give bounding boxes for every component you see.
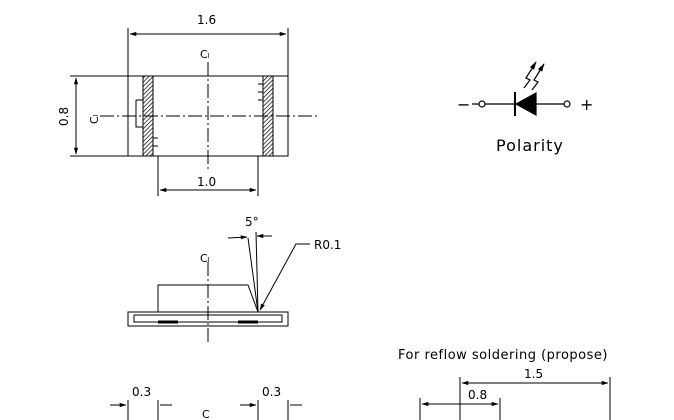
polarity-minus: − <box>457 95 471 114</box>
pad-right-label: 0.3 <box>262 385 281 399</box>
cathode-terminal <box>563 100 571 108</box>
polarity-title: Polarity <box>496 136 564 155</box>
centerline-symbol-left: Cₗ <box>88 114 101 124</box>
reflow-pad-label: 0.8 <box>468 388 487 402</box>
width-dim-label: 0.8 <box>57 107 71 126</box>
polarity-symbol <box>472 61 571 116</box>
reflow-pad-dimensions <box>420 377 610 420</box>
angle-arrow-left <box>228 235 248 240</box>
bottom-view <box>110 400 302 420</box>
angle-label: 5° <box>245 215 259 229</box>
anode-terminal <box>478 100 486 108</box>
emission-arrow-1 <box>524 61 536 88</box>
diode-triangle <box>516 93 536 115</box>
reflow-title: For reflow soldering (propose) <box>398 348 608 363</box>
centerline-symbol-bottom: C <box>202 408 210 420</box>
reflow-overall-label: 1.5 <box>524 367 543 381</box>
top-view <box>70 28 320 196</box>
centerline-symbol-top: Cₗ <box>200 48 210 61</box>
left-electrode-notch <box>136 100 143 127</box>
radius-label: R0.1 <box>314 238 341 252</box>
centerline-symbol-side: Cₗ <box>200 252 210 265</box>
pad-left-label: 0.3 <box>132 385 151 399</box>
lens-profile <box>158 285 258 312</box>
polarity-plus: + <box>580 95 594 114</box>
radius-leader <box>260 244 310 311</box>
emission-arrow-2 <box>532 63 544 90</box>
electrode-span-label: 1.0 <box>197 175 216 189</box>
length-dim-label: 1.6 <box>197 13 216 27</box>
side-view <box>128 232 310 345</box>
